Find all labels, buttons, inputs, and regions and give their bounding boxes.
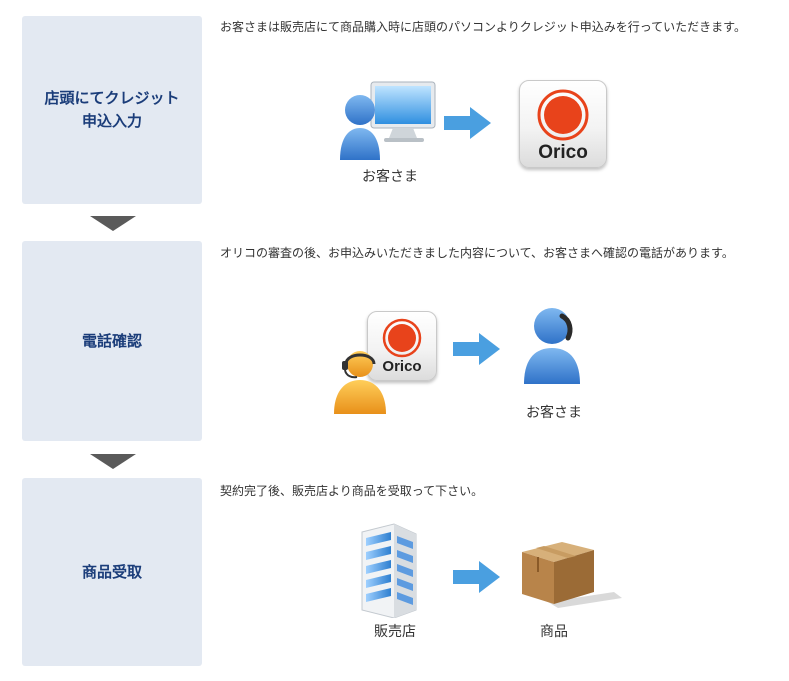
- orico-logo-text: Orico: [538, 142, 588, 163]
- step-description: オリコの審査の後、お申込みいただきました内容について、お客さまへ確認の電話があり…: [220, 246, 734, 260]
- building-icon: [361, 523, 417, 618]
- step-description: 契約完了後、販売店より商品を受取って下さい。: [220, 484, 484, 498]
- orico-circle-icon: [537, 89, 589, 141]
- step-title: 店頭にてクレジット 申込入力: [44, 89, 180, 130]
- product-caption: 商品: [540, 624, 568, 640]
- customer-caption: お客さま: [362, 169, 418, 185]
- operator-headset-icon: [334, 351, 386, 414]
- right-arrow-icon: [444, 107, 491, 139]
- right-arrow-icon: [453, 333, 500, 365]
- step-description: お客さまは販売店にて商品購入時に店頭のパソコンよりクレジット申込みを行っていただ…: [220, 20, 746, 34]
- orico-logo-icon: Orico: [367, 311, 437, 381]
- cardboard-box-icon: [522, 542, 622, 608]
- person-at-computer-icon: [340, 81, 436, 160]
- orico-logo-text: Orico: [382, 358, 422, 375]
- orico-logo-icon: Orico: [519, 80, 607, 168]
- step-box-application: 店頭にてクレジット 申込入力: [22, 16, 202, 204]
- step-box-receive-product: 商品受取: [22, 478, 202, 666]
- store-caption: 販売店: [374, 624, 416, 640]
- right-arrow-icon: [453, 561, 500, 593]
- down-arrow-icon: [90, 216, 136, 231]
- down-arrow-icon: [90, 454, 136, 469]
- person-on-phone-icon: [524, 308, 580, 384]
- step-box-phone-check: 電話確認: [22, 241, 202, 441]
- step-title: 商品受取: [81, 562, 142, 581]
- customer-caption: お客さま: [526, 405, 582, 421]
- orico-circle-icon: [382, 318, 422, 358]
- step-title: 電話確認: [81, 331, 142, 350]
